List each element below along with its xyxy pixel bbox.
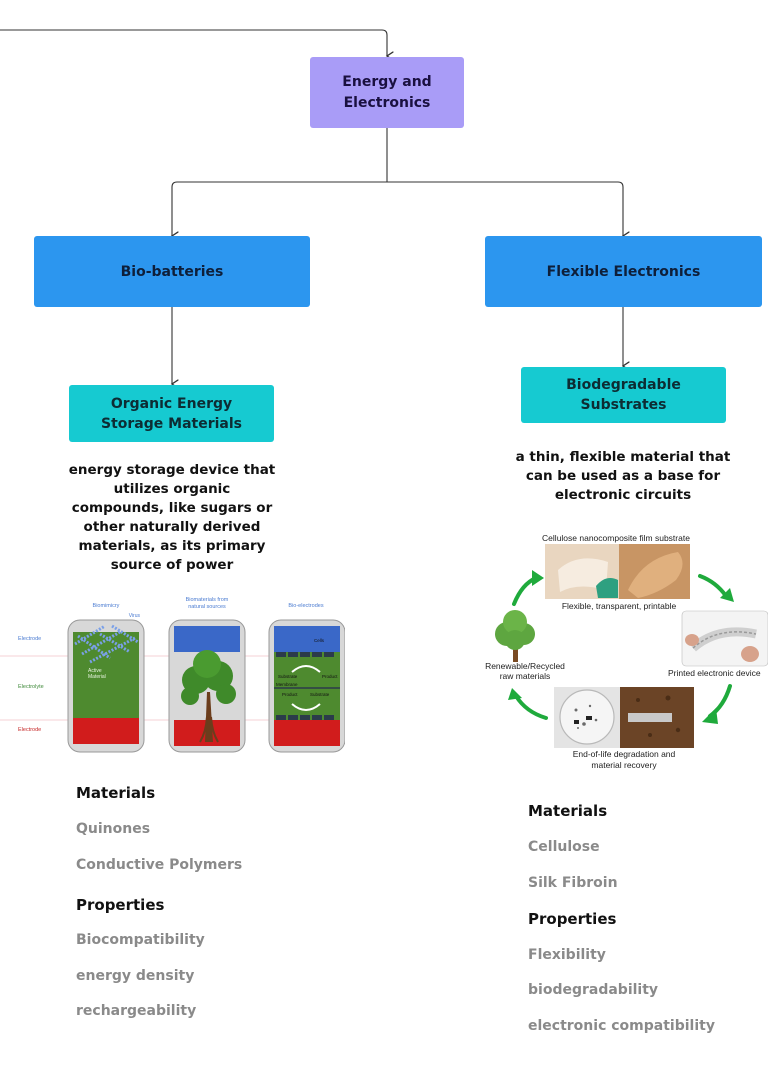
node-organic-energy: Organic Energy Storage Materials bbox=[69, 385, 274, 442]
battery-bio-electrodes: Cells Substrate Product Membrane Product… bbox=[268, 619, 345, 753]
node-bio-batteries-label: Bio-batteries bbox=[120, 263, 224, 280]
cycle-bottom-label-a: End-of-life degradation and bbox=[573, 749, 676, 759]
cycle-top-label: Cellulose nanocomposite film substrate bbox=[542, 533, 690, 543]
node-energy-electronics-label: Energy and Electronics bbox=[342, 73, 432, 111]
right-property-item: biodegradability bbox=[528, 982, 659, 998]
left-materials-heading: Materials bbox=[76, 784, 156, 802]
fig-active-label-b: Material bbox=[88, 674, 106, 680]
fig-col2-label-a: Biomaterials from bbox=[186, 597, 229, 603]
node-energy-electronics: Energy and Electronics bbox=[310, 57, 464, 128]
fig-row-electrolyte: Electrolyte bbox=[18, 684, 44, 690]
left-property-item: rechargeability bbox=[76, 1003, 197, 1019]
tree-icon bbox=[495, 610, 535, 662]
node-biodegradable-substrates: Biodegradable Substrates bbox=[521, 367, 726, 423]
battery-biomimicry: Virus Active Material bbox=[67, 613, 145, 753]
node-bio-batteries: Bio-batteries bbox=[34, 236, 310, 307]
photo-petri bbox=[554, 687, 620, 748]
line-top bbox=[0, 29, 387, 56]
line-to-flex bbox=[387, 181, 623, 236]
fig-product2-label: Product bbox=[282, 692, 298, 697]
photo-soil bbox=[620, 687, 694, 748]
fig-row-electrode-top: Electrode bbox=[18, 636, 41, 642]
right-properties-heading: Properties bbox=[528, 910, 617, 928]
node-biodegradable-substrates-label: Biodegradable Substrates bbox=[566, 377, 681, 413]
cycle-arrow-bottom-left bbox=[514, 694, 548, 720]
cycle-left-label-a: Renewable/Recycled bbox=[485, 661, 565, 671]
fig-substrate2-label: Substrate bbox=[310, 692, 330, 697]
photo-hand bbox=[619, 544, 690, 599]
right-material-item: Silk Fibroin bbox=[528, 875, 618, 891]
substrates-description: a thin, flexible material that can be us… bbox=[515, 449, 731, 503]
left-property-item: energy density bbox=[76, 968, 195, 984]
node-organic-energy-label: Organic Energy Storage Materials bbox=[101, 395, 242, 432]
node-flexible-electronics: Flexible Electronics bbox=[485, 236, 762, 307]
left-material-item: Conductive Polymers bbox=[76, 857, 243, 873]
left-property-item: Biocompatibility bbox=[76, 932, 205, 948]
photo-film bbox=[545, 544, 619, 599]
fig-col2-label-b: natural sources bbox=[188, 604, 226, 610]
right-property-item: Flexibility bbox=[528, 947, 606, 963]
cycle-left-label-b: raw materials bbox=[500, 671, 551, 681]
line-to-bio bbox=[172, 181, 387, 236]
right-materials-heading: Materials bbox=[528, 802, 608, 820]
bio-battery-figure: Biomimicry Biomaterials from natural sou… bbox=[0, 597, 345, 753]
fig-active-label-a: Active bbox=[88, 668, 102, 674]
fig-product1-label: Product bbox=[322, 674, 338, 679]
left-material-item: Quinones bbox=[76, 821, 151, 837]
fig-membrane-label: Membrane bbox=[276, 682, 298, 687]
left-properties-heading: Properties bbox=[76, 896, 165, 914]
fig-row-electrode-bot: Electrode bbox=[18, 727, 41, 733]
battery-natural bbox=[168, 619, 246, 753]
lifecycle-figure: Cellulose nanocomposite film substrate F… bbox=[485, 533, 768, 770]
fig-virus-label: Virus bbox=[129, 613, 141, 619]
fig-cells-label: Cells bbox=[314, 638, 325, 643]
right-material-item: Cellulose bbox=[528, 839, 600, 855]
cycle-right-label: Printed electronic device bbox=[668, 668, 761, 678]
photo-device bbox=[681, 610, 768, 667]
cycle-arrow-top-right bbox=[698, 574, 728, 598]
cycle-top-sub-label: Flexible, transparent, printable bbox=[562, 601, 677, 611]
organic-description: energy storage device that utilizes orga… bbox=[68, 462, 276, 573]
node-flexible-electronics-label: Flexible Electronics bbox=[546, 263, 701, 280]
fig-col3-label: Bio-electrodes bbox=[288, 603, 323, 609]
right-property-item: electronic compatibility bbox=[528, 1018, 715, 1034]
cycle-bottom-label-b: material recovery bbox=[591, 760, 657, 770]
fig-col1-label: Biomimicry bbox=[93, 603, 120, 609]
fig-substrate1-label: Substrate bbox=[278, 674, 298, 679]
